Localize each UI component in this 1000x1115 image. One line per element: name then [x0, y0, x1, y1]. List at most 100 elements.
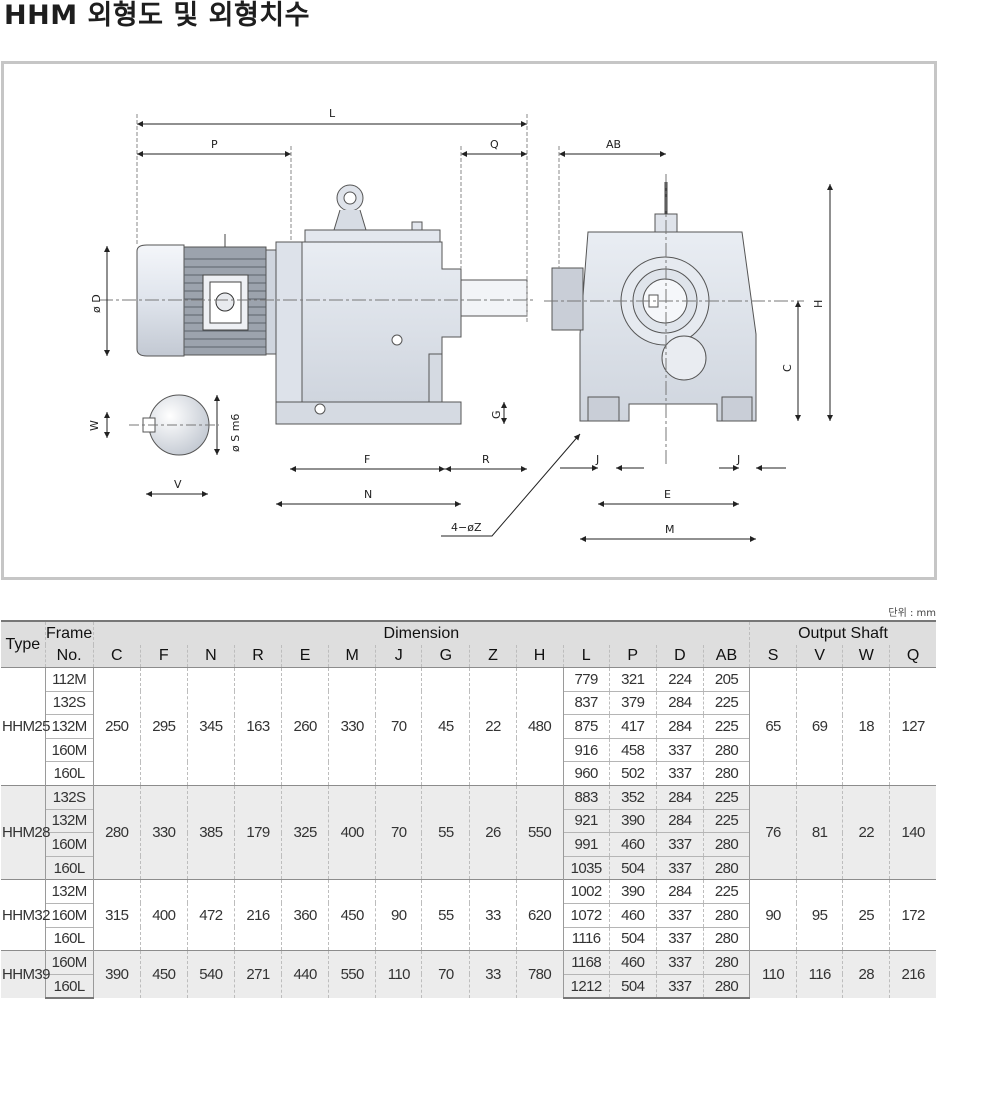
column-header-ab: AB: [702, 645, 750, 668]
dim-cell-m: 400: [328, 784, 376, 880]
frame-cell: 160L: [44, 855, 94, 880]
label-J-right: J: [736, 453, 740, 466]
label-Z: 4−øZ: [451, 521, 482, 534]
dim-cell-ab: 280: [702, 926, 750, 951]
shaft-cell-q: 140: [889, 784, 936, 880]
dim-cell-d: 337: [655, 973, 704, 1000]
column-header-shaft-v: V: [796, 645, 843, 668]
shaft-cell-w: 18: [842, 667, 890, 786]
column-header-shaft-s: S: [749, 645, 797, 668]
dim-cell-ab: 280: [702, 950, 750, 975]
label-M: M: [665, 523, 675, 536]
dim-cell-l: 875: [562, 714, 610, 739]
dim-cell-g: 70: [421, 950, 470, 999]
label-L: L: [329, 107, 336, 120]
dim-cell-z: 33: [469, 950, 517, 999]
shaft-cell-v: 95: [796, 879, 843, 951]
dim-cell-p: 502: [608, 761, 657, 786]
dim-cell-ab: 280: [702, 832, 750, 857]
shaft-cell-w: 22: [842, 784, 890, 880]
dim-cell-l: 837: [562, 690, 610, 715]
dim-cell-p: 352: [608, 784, 657, 810]
unit-note: 단위 : mm: [888, 608, 936, 619]
column-header-r: R: [233, 645, 282, 668]
shaft-cell-v: 116: [796, 950, 843, 999]
dim-cell-ab: 225: [702, 784, 750, 810]
dimension-drawing: L P Q AB ø D H C W ø S m6 V G F R N J J …: [1, 61, 937, 580]
dim-cell-p: 504: [608, 926, 657, 951]
shaft-cell-w: 28: [842, 950, 890, 999]
label-S: ø S m6: [229, 414, 242, 452]
dim-cell-n: 345: [186, 667, 235, 786]
label-R: R: [482, 453, 490, 466]
dim-cell-h: 780: [515, 950, 564, 999]
dim-cell-m: 450: [328, 879, 376, 951]
dim-cell-d: 284: [655, 879, 704, 904]
label-J-left: J: [595, 453, 599, 466]
dim-cell-r: 271: [233, 950, 282, 999]
side-view: [99, 184, 534, 425]
dim-cell-d: 337: [655, 761, 704, 786]
dim-cell-ab: 225: [702, 879, 750, 904]
dim-cell-l: 991: [562, 832, 610, 857]
frame-cell: 132M: [44, 714, 94, 739]
label-G: G: [490, 410, 503, 419]
frame-cell: 132S: [44, 690, 94, 715]
label-D: ø D: [90, 294, 103, 313]
dim-cell-d: 284: [655, 714, 704, 739]
dim-cell-d: 337: [655, 737, 704, 762]
dim-cell-p: 504: [608, 855, 657, 880]
dim-cell-j: 110: [375, 950, 422, 999]
page-title: HHM 외형도 및 외형치수: [4, 0, 310, 31]
dim-cell-g: 55: [421, 784, 470, 880]
dim-cell-ab: 280: [702, 902, 750, 928]
label-P: P: [211, 138, 218, 151]
dim-cell-p: 390: [608, 808, 657, 833]
dim-cell-d: 337: [655, 926, 704, 951]
gear-reducer-drawing: L P Q AB ø D H C W ø S m6 V G F R N J J …: [88, 107, 833, 542]
dim-cell-d: 224: [655, 667, 704, 692]
dim-cell-d: 284: [655, 808, 704, 833]
dim-cell-p: 417: [608, 714, 657, 739]
dim-cell-l: 779: [562, 667, 610, 692]
dim-cell-e: 440: [281, 950, 329, 999]
shaft-cell-q: 172: [889, 879, 936, 951]
dim-cell-f: 400: [139, 879, 188, 951]
dim-cell-l: 1072: [562, 902, 610, 928]
dim-cell-h: 550: [515, 784, 564, 880]
label-N: N: [364, 488, 372, 501]
dim-cell-m: 330: [328, 667, 376, 786]
frame-cell: 160M: [44, 950, 94, 975]
dim-cell-f: 450: [139, 950, 188, 999]
dim-cell-ab: 280: [702, 737, 750, 762]
dim-cell-n: 472: [186, 879, 235, 951]
dim-cell-z: 33: [469, 879, 517, 951]
shaft-cell-v: 81: [796, 784, 843, 880]
dimension-lines: [104, 114, 833, 542]
shaft-cell-s: 110: [749, 950, 797, 999]
dim-cell-l: 916: [562, 737, 610, 762]
label-W: W: [88, 420, 101, 431]
frame-cell: 160L: [44, 973, 94, 1000]
type-cell: HHM28: [1, 784, 50, 880]
type-header: Type: [1, 620, 46, 668]
dim-cell-c: 280: [92, 784, 141, 880]
shaft-cell-v: 69: [796, 667, 843, 786]
frame-cell: 112M: [44, 667, 94, 692]
dim-cell-d: 337: [655, 902, 704, 928]
dim-cell-p: 321: [608, 667, 657, 692]
dim-cell-l: 1212: [562, 973, 610, 1000]
column-header-j: J: [375, 645, 422, 668]
